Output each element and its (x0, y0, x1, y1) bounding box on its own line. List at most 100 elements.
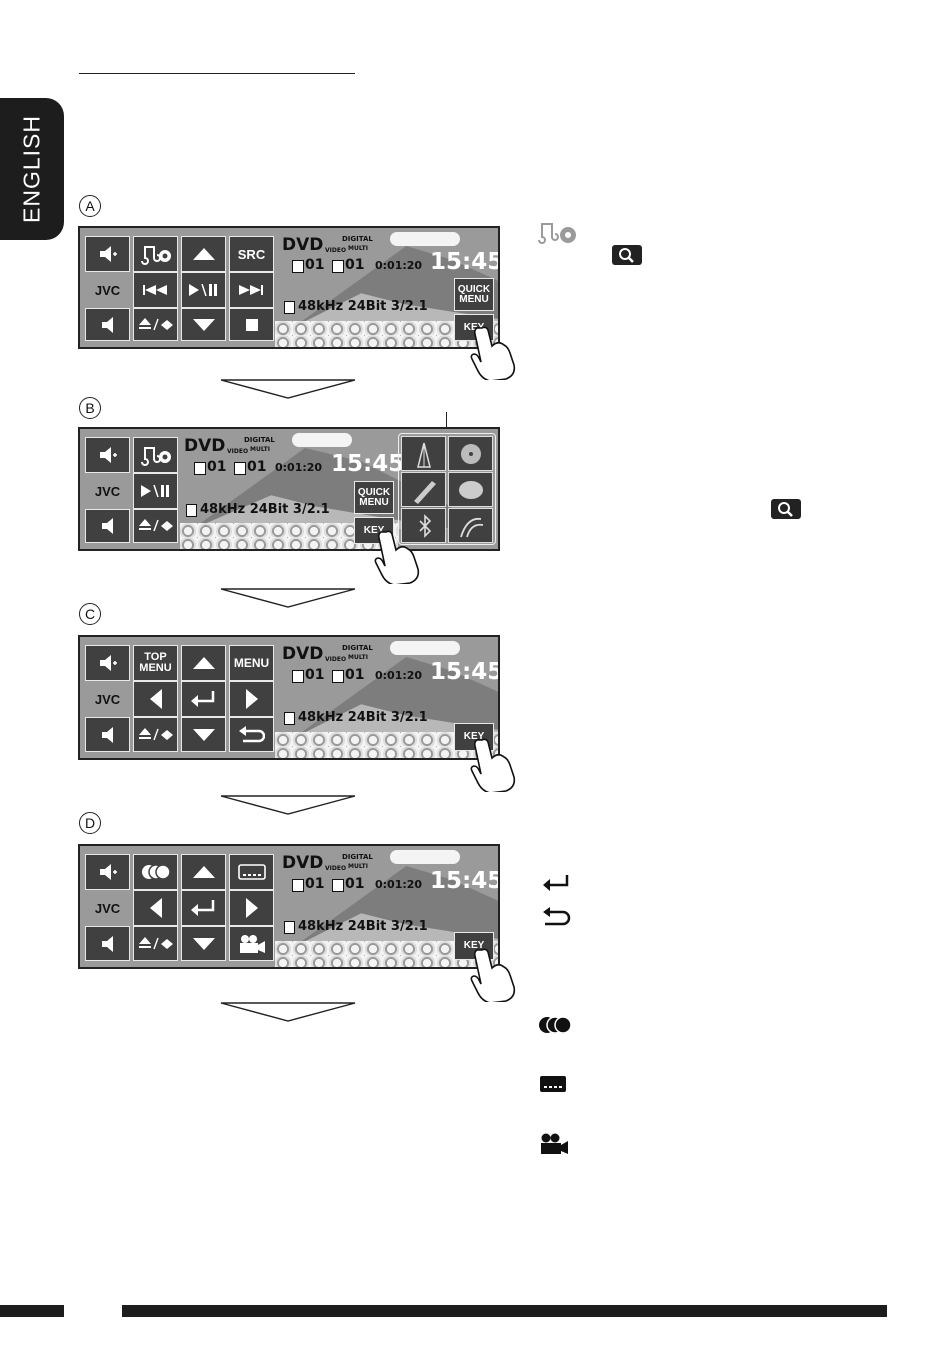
down-arrow-2 (220, 588, 356, 608)
menu-button[interactable]: MENU (229, 645, 274, 681)
enter-button[interactable] (181, 890, 226, 926)
eject-button[interactable] (133, 308, 178, 341)
source-usb-button[interactable] (401, 472, 446, 507)
eject-button[interactable] (133, 509, 178, 543)
source-label: DVD (282, 644, 324, 664)
chapter-number: 01 (345, 667, 365, 683)
multi-label: MULTI (348, 654, 368, 661)
chapter-icon (332, 879, 344, 892)
scenery (293, 866, 498, 947)
right-button[interactable] (229, 681, 274, 717)
eject-icon (138, 317, 173, 330)
cloud (390, 850, 460, 864)
enter-icon (190, 900, 214, 916)
source-card-button[interactable] (448, 472, 493, 507)
down-button[interactable] (181, 308, 226, 341)
audio-language-button[interactable] (133, 854, 178, 890)
subtitle-button[interactable] (229, 854, 274, 890)
key-button[interactable]: KEY (454, 932, 494, 960)
return-button[interactable] (229, 717, 274, 752)
down-arrow-icon (192, 728, 215, 741)
quick-menu-button[interactable]: QUICK MENU (454, 278, 494, 311)
audio-info: 48kHz 24Bit 3/2.1 (298, 919, 428, 934)
top-menu-button[interactable]: TOP MENU (133, 645, 178, 681)
stop-button[interactable] (229, 308, 274, 341)
pointing-hand-icon (374, 530, 420, 584)
src-button[interactable]: SRC (229, 236, 274, 272)
volume-up-button[interactable] (85, 236, 130, 272)
source-sub-label: VIDEO (227, 448, 249, 455)
up-arrow-icon (192, 657, 215, 669)
audio-settings-button[interactable] (133, 236, 178, 272)
title-icon (194, 462, 206, 475)
play-pause-button[interactable] (133, 473, 178, 509)
angle-icon (239, 934, 265, 953)
volume-down-button[interactable] (85, 926, 130, 961)
quick-menu-button[interactable]: QUICK MENU (354, 481, 394, 514)
volume-up-button[interactable] (85, 645, 130, 681)
volume-down-icon (101, 726, 113, 743)
left-button[interactable] (133, 890, 178, 926)
disc-icon (461, 444, 481, 464)
source-disc-button[interactable] (448, 436, 493, 471)
language-tab-label: ENGLISH (18, 115, 45, 223)
step-letter-a: A (79, 195, 101, 217)
eject-button[interactable] (133, 926, 178, 961)
right-button[interactable] (229, 890, 274, 926)
volume-up-button[interactable] (85, 854, 130, 890)
next-button[interactable] (229, 272, 274, 308)
audio-info: 48kHz 24Bit 3/2.1 (298, 299, 428, 314)
down-button[interactable] (181, 717, 226, 752)
key-button[interactable]: KEY (354, 517, 394, 544)
up-button[interactable] (181, 854, 226, 890)
source-label: DVD (282, 853, 324, 873)
volume-up-button[interactable] (85, 437, 130, 473)
source-tuner-button[interactable] (401, 436, 446, 471)
cloud (390, 232, 460, 246)
clock: 15:45 (430, 249, 500, 275)
search-icon (771, 499, 801, 519)
enter-button[interactable] (181, 681, 226, 717)
audio-format-icon (284, 712, 295, 725)
audio-icon (141, 865, 170, 879)
audio-settings-button[interactable] (133, 437, 178, 473)
previous-button[interactable] (133, 272, 178, 308)
header-rule (79, 73, 355, 74)
up-arrow-icon (192, 866, 215, 878)
previous-icon (142, 285, 167, 295)
up-button[interactable] (181, 645, 226, 681)
step-letter-b: B (79, 397, 101, 419)
pointing-hand-icon (470, 948, 516, 1002)
volume-up-icon (99, 655, 117, 671)
source-bluetooth-button[interactable] (401, 508, 446, 543)
jvc-logo: JVC (85, 890, 130, 926)
title-number: 01 (305, 876, 325, 892)
digital-label: DIGITAL (342, 853, 373, 861)
key-button[interactable]: KEY (454, 723, 494, 751)
jvc-logo: JVC (85, 272, 130, 308)
stop-icon (245, 318, 258, 331)
step-letter-c: C (79, 603, 101, 625)
play-pause-button[interactable] (181, 272, 226, 308)
volume-down-button[interactable] (85, 509, 130, 543)
down-arrow-icon (192, 937, 215, 950)
left-button[interactable] (133, 681, 178, 717)
down-arrow-icon (192, 318, 215, 331)
eject-icon (138, 727, 173, 740)
chapter-icon (332, 260, 344, 273)
source-sub-label: VIDEO (325, 865, 347, 872)
clock: 15:45 (430, 868, 500, 894)
angle-button[interactable] (229, 926, 274, 961)
down-button[interactable] (181, 926, 226, 961)
source-aux-button[interactable] (448, 508, 493, 543)
clock: 15:45 (331, 451, 405, 477)
volume-down-button[interactable] (85, 717, 130, 752)
next-icon (238, 285, 263, 295)
up-button[interactable] (181, 236, 226, 272)
eject-button[interactable] (133, 717, 178, 752)
volume-down-button[interactable] (85, 308, 130, 341)
title-icon (292, 260, 304, 273)
subtitle-icon (237, 864, 266, 880)
title-number: 01 (207, 459, 227, 475)
chapter-number: 01 (247, 459, 267, 475)
